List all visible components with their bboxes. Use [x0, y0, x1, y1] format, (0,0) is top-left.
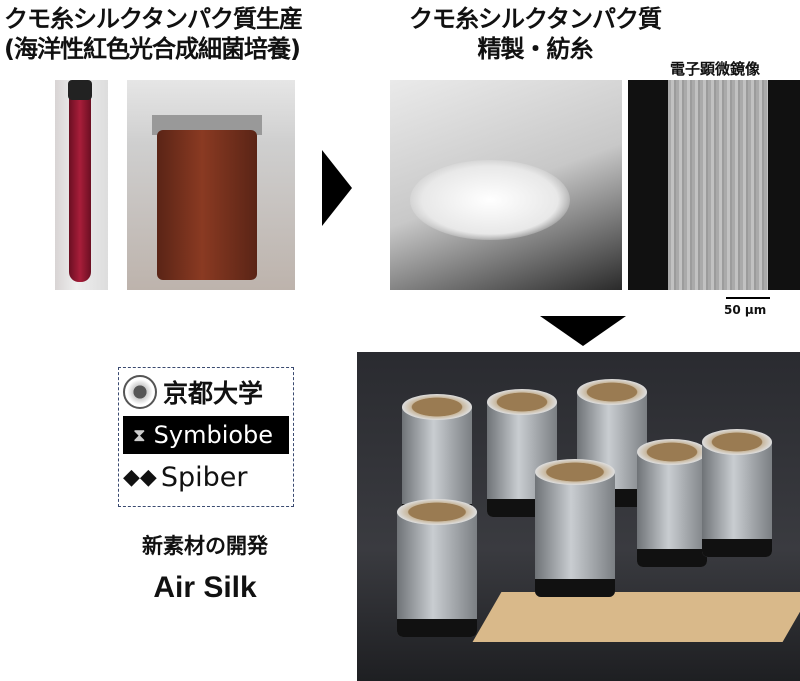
- sem-image: [628, 80, 800, 290]
- development-label: 新素材の開発: [142, 534, 268, 558]
- left-title-line2: (海洋性紅色光合成細菌培養): [4, 35, 301, 63]
- scale-label: 50 μm: [724, 303, 767, 317]
- symbiobe-label: Symbiobe: [153, 421, 274, 449]
- right-title-line1: クモ糸シルクタンパク質: [408, 5, 662, 33]
- product-name: Air Silk: [153, 571, 257, 604]
- arrow-down-icon: [540, 316, 626, 346]
- kyoto-seal-icon: [123, 375, 157, 409]
- spiber-mark-icon: ◆◆: [123, 465, 157, 490]
- left-title-line1: クモ糸シルクタンパク質生産: [4, 5, 303, 33]
- symbiobe-mark-icon: ⧗: [133, 424, 146, 446]
- partner-logos: 京都大学 ⧗ Symbiobe ◆◆ Spiber: [118, 367, 294, 507]
- spiber-label: Spiber: [160, 462, 248, 493]
- kyoto-university-logo: 京都大学: [123, 374, 263, 410]
- purified-protein-photo: [390, 80, 622, 290]
- sem-label: 電子顕微鏡像: [669, 60, 760, 78]
- culture-tube-photo: [55, 80, 108, 290]
- fiber-spools-photo: [357, 352, 800, 681]
- right-title-line2: 精製・紡糸: [477, 35, 594, 63]
- spiber-logo: ◆◆ Spiber: [123, 462, 247, 493]
- left-title: クモ糸シルクタンパク質生産 (海洋性紅色光合成細菌培養): [4, 4, 303, 64]
- scale-bar: [726, 297, 770, 299]
- right-title: クモ糸シルクタンパク質 精製・紡糸: [405, 4, 665, 64]
- kyoto-label: 京都大学: [163, 379, 264, 408]
- arrow-right-icon: [322, 150, 352, 226]
- symbiobe-logo: ⧗ Symbiobe: [123, 416, 289, 454]
- bioreactor-photo: [127, 80, 295, 290]
